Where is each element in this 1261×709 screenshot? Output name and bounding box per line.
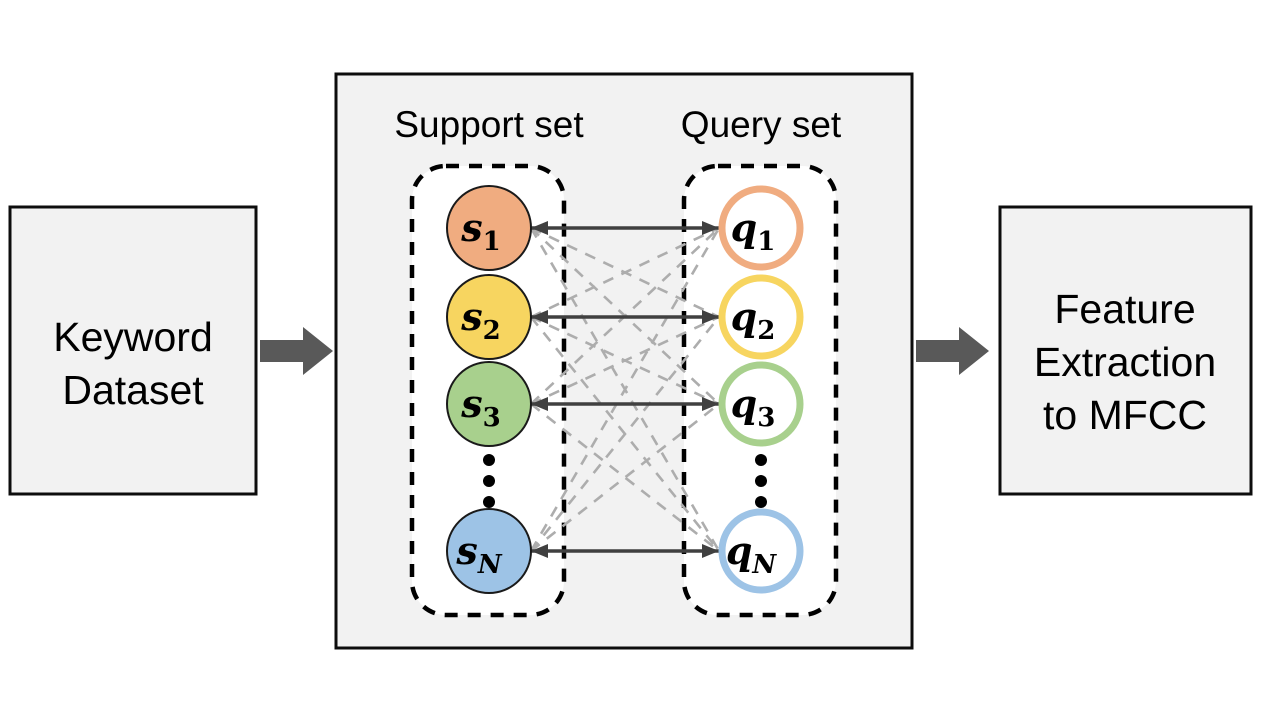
keyword-dataset-rect: [8, 205, 258, 496]
node-q2[interactable]: q2: [718, 274, 804, 360]
node-q2-label: q2: [731, 294, 776, 346]
link-s2-q1: [530, 226, 720, 319]
ellipsis-dot: [755, 475, 767, 487]
ellipsis-dot: [755, 454, 767, 466]
node-q1[interactable]: q1: [718, 185, 804, 271]
link-s3-q3: [531, 397, 719, 411]
node-sN[interactable]: sN: [446, 508, 532, 594]
node-q3-circle[interactable]: [718, 361, 804, 447]
keyword-dataset-label-line-2: Dataset: [62, 367, 204, 413]
link-s2-q2: [531, 310, 719, 324]
node-qN-label: qN: [726, 528, 778, 580]
right-arrow-icon: [916, 327, 989, 375]
link-sN-q2: [529, 316, 721, 552]
link-s1-q1: [531, 221, 719, 235]
node-qN-circle[interactable]: [718, 508, 804, 594]
support-set-nodes: s1 s2 s3 sN: [446, 185, 532, 594]
keyword-dataset-box: Keyword Dataset: [8, 205, 258, 496]
ellipsis-dot: [483, 454, 495, 466]
node-qN[interactable]: qN: [718, 508, 804, 594]
matched-pair-links: [531, 221, 719, 558]
cross-similarity-links: [529, 226, 721, 553]
node-s1-label: s1: [460, 205, 501, 257]
node-s2-circle[interactable]: [446, 274, 532, 360]
query-set-ellipsis: [755, 454, 767, 508]
node-q1-label: q1: [731, 205, 776, 257]
node-q2-circle[interactable]: [718, 274, 804, 360]
feature-extraction-label-line-2: Extraction: [1034, 339, 1216, 385]
link-s3-q2: [530, 315, 720, 406]
feature-extraction-label-line-1: Feature: [1054, 286, 1195, 332]
node-s2[interactable]: s2: [446, 274, 532, 360]
node-s1-circle[interactable]: [446, 185, 532, 271]
node-s3[interactable]: s3: [446, 361, 532, 447]
link-sN-q1: [529, 227, 721, 552]
node-s3-circle[interactable]: [446, 361, 532, 447]
node-s1[interactable]: s1: [446, 185, 532, 271]
support-set-ellipsis: [483, 454, 495, 508]
query-set-nodes: q1 q2 q3 qN: [718, 185, 804, 594]
node-q3[interactable]: q3: [718, 361, 804, 447]
ellipsis-dot: [755, 496, 767, 508]
feature-extraction-label-line-3: to MFCC: [1043, 392, 1207, 438]
node-q1-circle[interactable]: [718, 185, 804, 271]
node-s3-label: s3: [460, 381, 501, 433]
link-sN-qN: [531, 544, 719, 558]
keyword-dataset-label-line-1: Keyword: [53, 314, 213, 360]
dataset-to-episode-arrow: [260, 327, 333, 375]
feature-extraction-rect: [998, 205, 1253, 496]
node-sN-label: sN: [455, 528, 502, 580]
node-q3-label: q3: [731, 381, 776, 433]
node-sN-circle[interactable]: [446, 508, 532, 594]
right-arrow-icon: [260, 327, 333, 375]
support-set-title: Support set: [394, 104, 584, 145]
ellipsis-dot: [483, 496, 495, 508]
node-s2-label: s2: [460, 294, 501, 346]
query-set-title: Query set: [681, 104, 842, 145]
feature-extraction-box: Feature Extraction to MFCC: [998, 205, 1253, 496]
episode-to-mfcc-arrow: [916, 327, 989, 375]
ellipsis-dot: [483, 475, 495, 487]
